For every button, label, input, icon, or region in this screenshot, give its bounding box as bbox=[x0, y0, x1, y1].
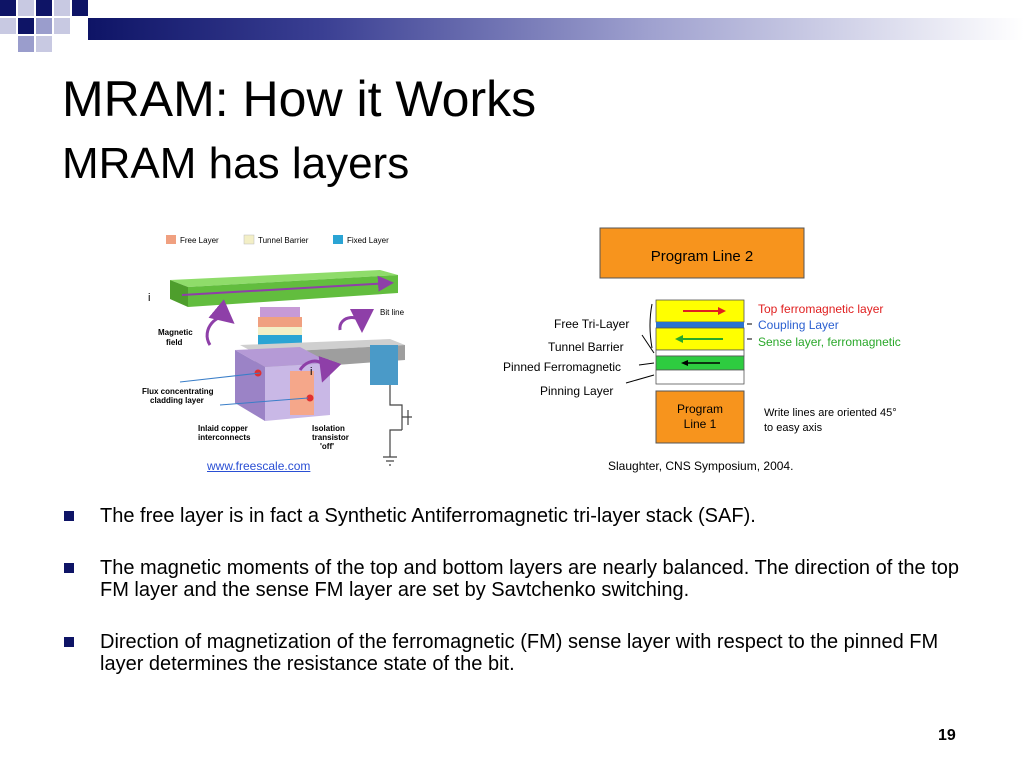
bullet-item: Direction of magnetization of the ferrom… bbox=[62, 631, 982, 675]
isolation-label-2: transistor bbox=[312, 433, 349, 442]
current-label-2: i bbox=[310, 366, 312, 378]
bullet-square-icon bbox=[64, 637, 74, 647]
ground-icon bbox=[383, 456, 397, 466]
program-line-1-label-2: Line 1 bbox=[684, 417, 717, 431]
right-arrow-icon bbox=[718, 307, 726, 315]
label-free-tri-layer: Free Tri-Layer bbox=[554, 317, 629, 331]
bullet-text: The free layer is in fact a Synthetic An… bbox=[100, 505, 756, 527]
isolation-label-3: 'off' bbox=[320, 442, 334, 451]
free-layer bbox=[258, 317, 302, 327]
label-pinned-ferromagnetic: Pinned Ferromagnetic bbox=[503, 360, 621, 374]
magnetic-field-label-1: Magnetic bbox=[158, 328, 193, 337]
magnetic-field-label-2: field bbox=[166, 338, 183, 347]
label-sense: Sense layer, ferromagnetic bbox=[758, 335, 901, 349]
label-pinning-layer: Pinning Layer bbox=[540, 384, 613, 398]
slide-title: MRAM: How it Works bbox=[62, 71, 537, 127]
label-coupling: Coupling Layer bbox=[758, 318, 839, 332]
tunnel-barrier bbox=[258, 327, 302, 335]
legend-swatch-free bbox=[166, 235, 176, 244]
pinning-layer bbox=[655, 369, 745, 385]
decorative-squares bbox=[0, 0, 88, 52]
bit-line-label: Bit line bbox=[380, 308, 405, 317]
layer-stack-diagram: Program Line 2 Free Tri-Layer Tunnel Bar… bbox=[503, 227, 901, 444]
bullet-square-icon bbox=[64, 511, 74, 521]
page-number: 19 bbox=[938, 727, 956, 744]
flux-label-1: Flux concentrating bbox=[142, 387, 214, 396]
tunnel-barrier-layer bbox=[655, 349, 745, 357]
bullet-item: The magnetic moments of the top and bott… bbox=[62, 557, 982, 601]
program-line-2-label: Program Line 2 bbox=[651, 248, 754, 265]
bullet-item: The free layer is in fact a Synthetic An… bbox=[62, 505, 982, 527]
transistor-symbol bbox=[389, 385, 412, 457]
current-label: i bbox=[148, 292, 150, 304]
mram-cell-diagram: Free Layer Tunnel Barrier Fixed Layer i … bbox=[142, 234, 412, 466]
bullet-square-icon bbox=[64, 563, 74, 573]
note-line-2: to easy axis bbox=[764, 422, 823, 434]
bullet-text: The magnetic moments of the top and bott… bbox=[100, 557, 960, 601]
bullet-text: Direction of magnetization of the ferrom… bbox=[100, 631, 939, 675]
current-arrow bbox=[181, 275, 394, 296]
left-arrow-icon-black bbox=[681, 360, 688, 366]
copper-label-1: Inlaid copper bbox=[198, 424, 248, 433]
magnetic-field-loop-right bbox=[338, 308, 374, 333]
slide-subtitle: MRAM has layers bbox=[62, 139, 410, 188]
legend-tunnel: Tunnel Barrier bbox=[258, 236, 309, 245]
copper-label-2: interconnects bbox=[198, 433, 251, 442]
label-top-ferromagnetic: Top ferromagnetic layer bbox=[758, 302, 883, 316]
note-line-1: Write lines are oriented 45° bbox=[764, 407, 897, 419]
title-bar-gradient bbox=[88, 18, 1024, 40]
legend-fixed: Fixed Layer bbox=[347, 236, 389, 245]
left-arrow-icon bbox=[675, 335, 683, 343]
legend-free: Free Layer bbox=[180, 236, 219, 245]
label-tunnel-barrier: Tunnel Barrier bbox=[548, 340, 624, 354]
legend-swatch-tunnel bbox=[243, 234, 255, 245]
legend-swatch-fixed bbox=[333, 235, 343, 244]
program-line-1 bbox=[655, 390, 745, 444]
isolation-label-1: Isolation bbox=[312, 424, 345, 433]
freescale-link[interactable]: www.freescale.com bbox=[207, 459, 311, 473]
magnetic-field-loop-left bbox=[205, 299, 235, 346]
bit-line-top bbox=[170, 270, 398, 287]
slaughter-citation: Slaughter, CNS Symposium, 2004. bbox=[608, 459, 794, 473]
fixed-layer bbox=[258, 335, 302, 345]
coupling-layer bbox=[656, 322, 744, 328]
program-line-2 bbox=[599, 227, 805, 279]
program-line-1-label-1: Program bbox=[677, 402, 723, 416]
bullet-list: The free layer is in fact a Synthetic An… bbox=[62, 505, 982, 705]
flux-label-2: cladding layer bbox=[150, 396, 204, 405]
